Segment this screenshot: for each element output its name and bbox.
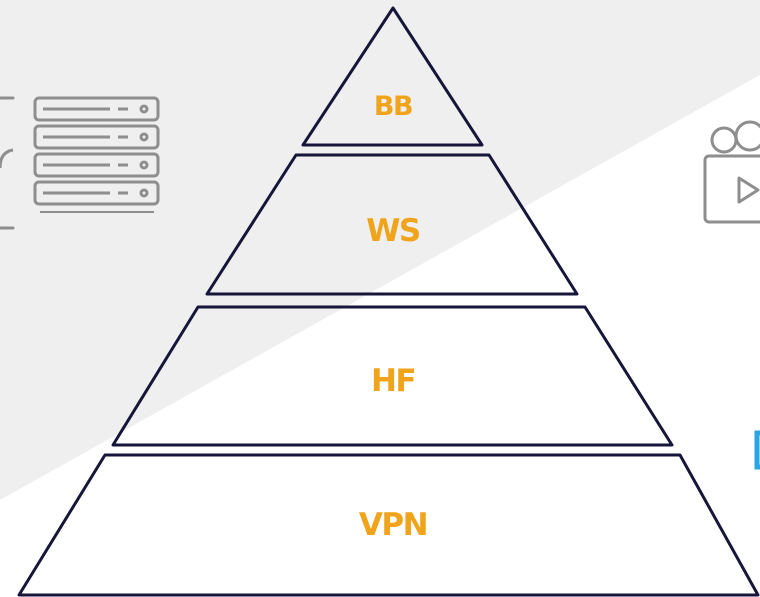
tier-label-vpn: VPN	[359, 507, 427, 543]
partial-box-icon	[754, 430, 760, 470]
background-panel	[0, 0, 760, 500]
tier-3-shape	[111, 305, 674, 447]
tier-label-ws: WS	[366, 213, 420, 249]
video-camera-icon	[703, 120, 760, 224]
tier-2-shape	[205, 153, 579, 296]
tier-label-hf: HF	[371, 363, 415, 399]
tier-1-shape	[301, 6, 484, 147]
tier-label-bb: BB	[374, 91, 412, 122]
tier-4-shape	[17, 453, 760, 597]
pyramid	[17, 6, 760, 597]
server-rack-icon	[0, 96, 160, 230]
